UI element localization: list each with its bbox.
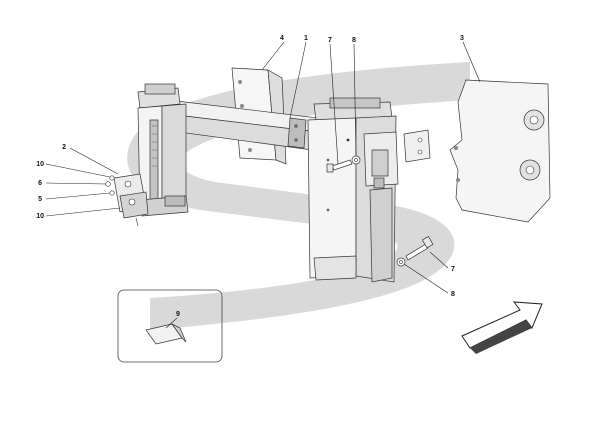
tab-bracket <box>403 129 431 163</box>
left-hinge-column <box>137 83 189 217</box>
leader-lines <box>45 41 481 329</box>
part-7-bolt-lower <box>405 236 434 261</box>
callout-8-lower: 8 <box>451 291 455 298</box>
callout-3: 3 <box>460 35 464 42</box>
callout-labels: 1 4 3 7 8 2 10 6 5 10 7 8 9 <box>36 35 464 318</box>
part-7-bolt-upper <box>326 159 353 173</box>
callout-2: 2 <box>62 144 66 151</box>
callout-8-upper: 8 <box>352 37 356 44</box>
part-5-washer <box>109 190 115 196</box>
part-10-screw-upper <box>109 175 115 181</box>
callout-4: 4 <box>280 35 284 42</box>
callout-5: 5 <box>38 196 42 203</box>
callout-7-lower: 7 <box>451 266 455 273</box>
right-upright-column <box>307 97 399 283</box>
part-2-hinge-bracket <box>113 173 149 227</box>
callout-6: 6 <box>38 180 42 187</box>
callout-10-lower: 10 <box>36 213 44 220</box>
callout-10-upper: 10 <box>36 161 44 168</box>
part-6-screw <box>105 181 111 187</box>
direction-arrow-icon <box>461 301 543 354</box>
part-8-washer-lower <box>396 257 406 267</box>
callout-7-upper: 7 <box>328 37 332 44</box>
callout-1: 1 <box>304 35 308 42</box>
detail-inset-box <box>117 289 223 363</box>
part-8-washer-upper <box>351 155 361 165</box>
part-3-side-panel <box>449 79 551 223</box>
part-9-clip <box>145 323 187 345</box>
callout-9: 9 <box>176 311 180 318</box>
